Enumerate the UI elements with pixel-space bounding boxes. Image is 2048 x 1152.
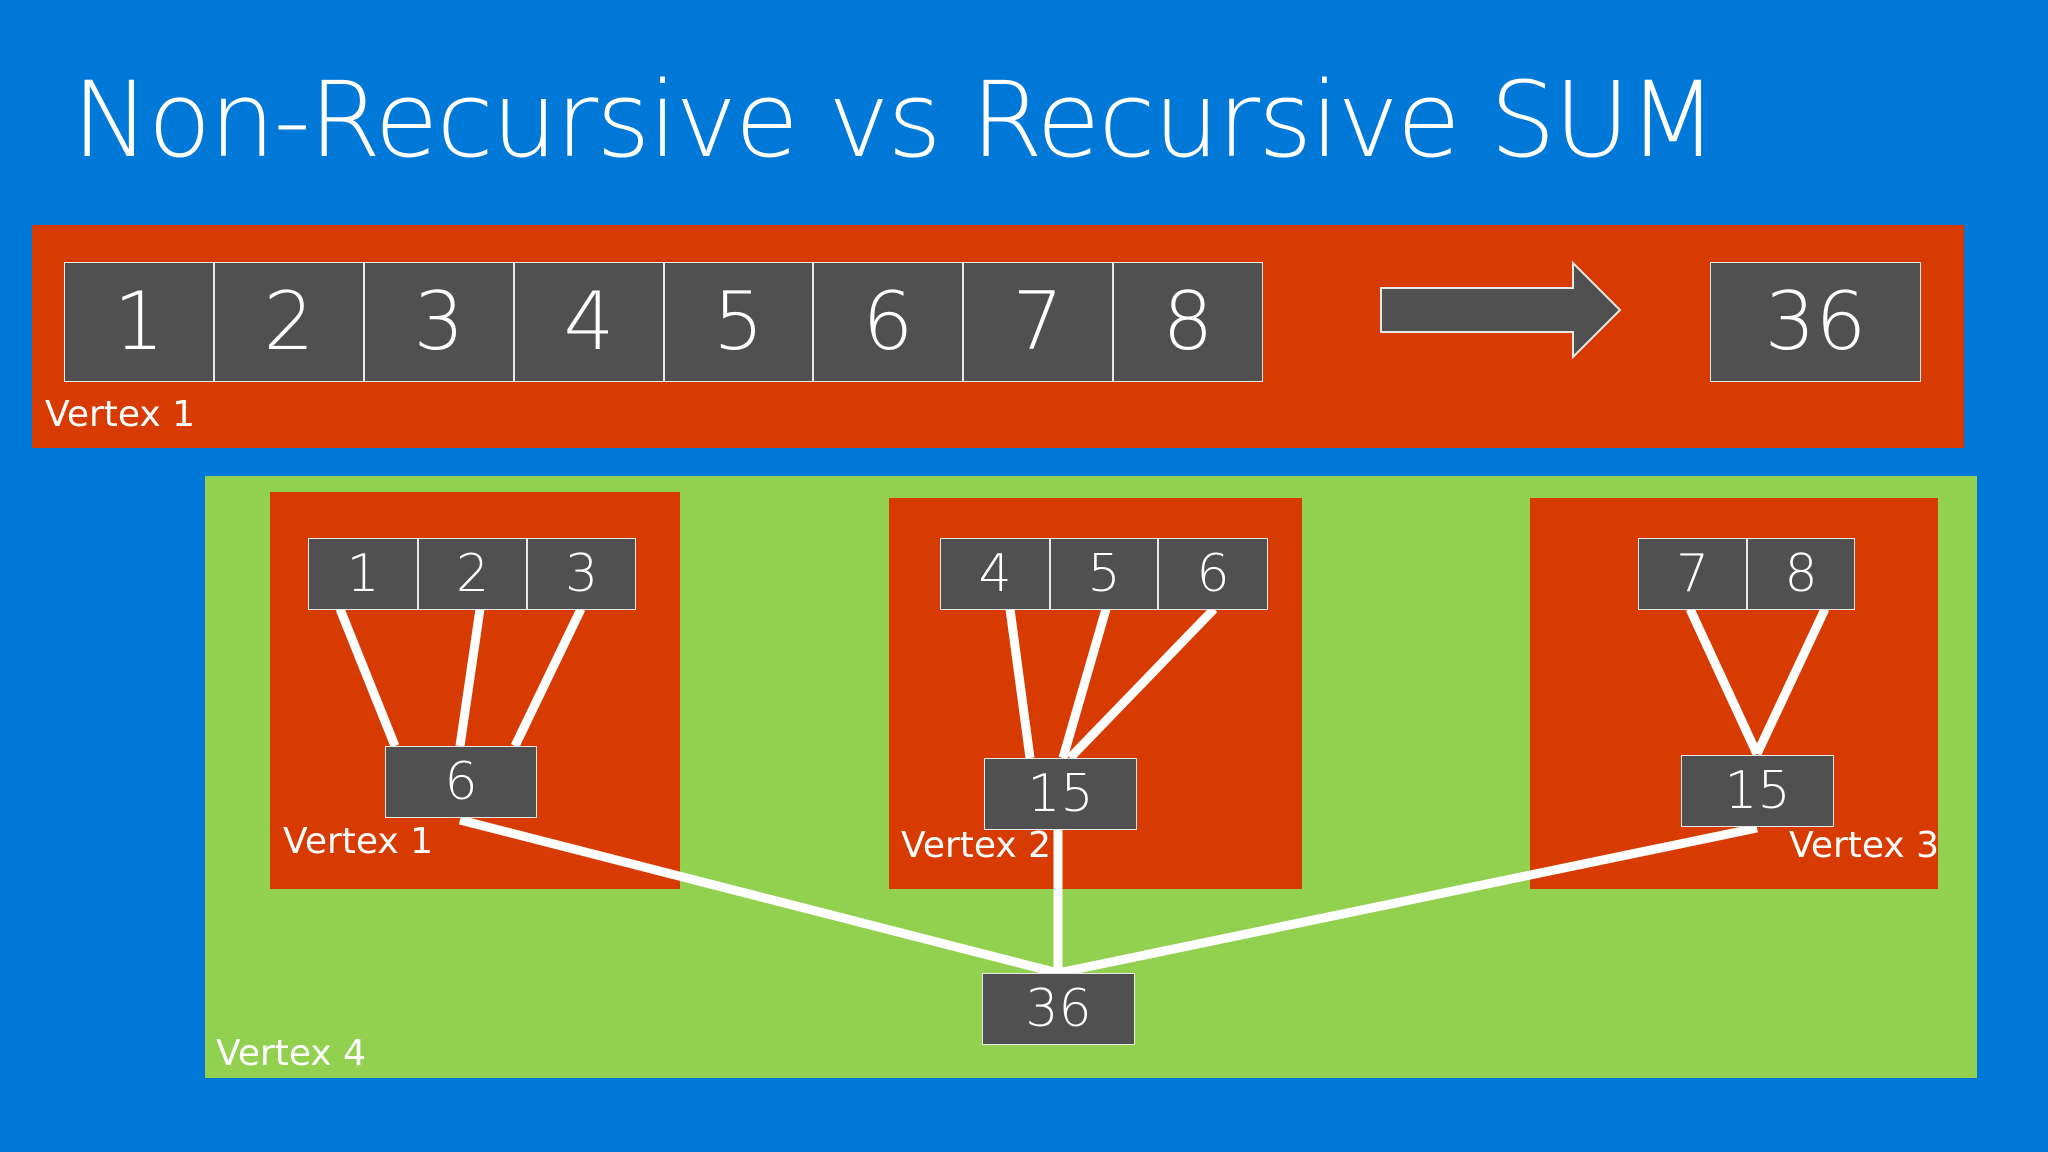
recursive-total: 36	[982, 973, 1135, 1045]
group-sum: 15	[984, 758, 1137, 830]
group-cell: 4	[940, 538, 1050, 610]
non-recursive-result: 36	[1710, 262, 1921, 382]
array-cell: 1	[64, 262, 214, 382]
vertex-label: Vertex 2	[901, 825, 1052, 866]
group-cell: 7	[1638, 538, 1747, 610]
vertex-label: Vertex 1	[283, 821, 434, 862]
array-cell: 7	[963, 262, 1113, 382]
group-cell: 6	[1158, 538, 1268, 610]
array-cell: 6	[813, 262, 963, 382]
group-cell: 2	[418, 538, 527, 610]
array-cell: 4	[514, 262, 664, 382]
group-cell: 3	[527, 538, 636, 610]
group-sum: 15	[1681, 755, 1834, 827]
array-cell: 5	[664, 262, 813, 382]
vertex-label: Vertex 1	[45, 394, 196, 435]
group-sum: 6	[385, 746, 537, 818]
group-cell: 8	[1747, 538, 1855, 610]
vertex-label: Vertex 4	[216, 1033, 367, 1074]
array-cell: 8	[1113, 262, 1263, 382]
array-cell: 3	[364, 262, 514, 382]
group-cell: 1	[308, 538, 418, 610]
vertex-label: Vertex 3	[1789, 825, 1940, 866]
array-cell: 2	[214, 262, 364, 382]
slide-title: Non-Recursive vs Recursive SUM	[72, 59, 1718, 181]
group-cell: 5	[1050, 538, 1158, 610]
